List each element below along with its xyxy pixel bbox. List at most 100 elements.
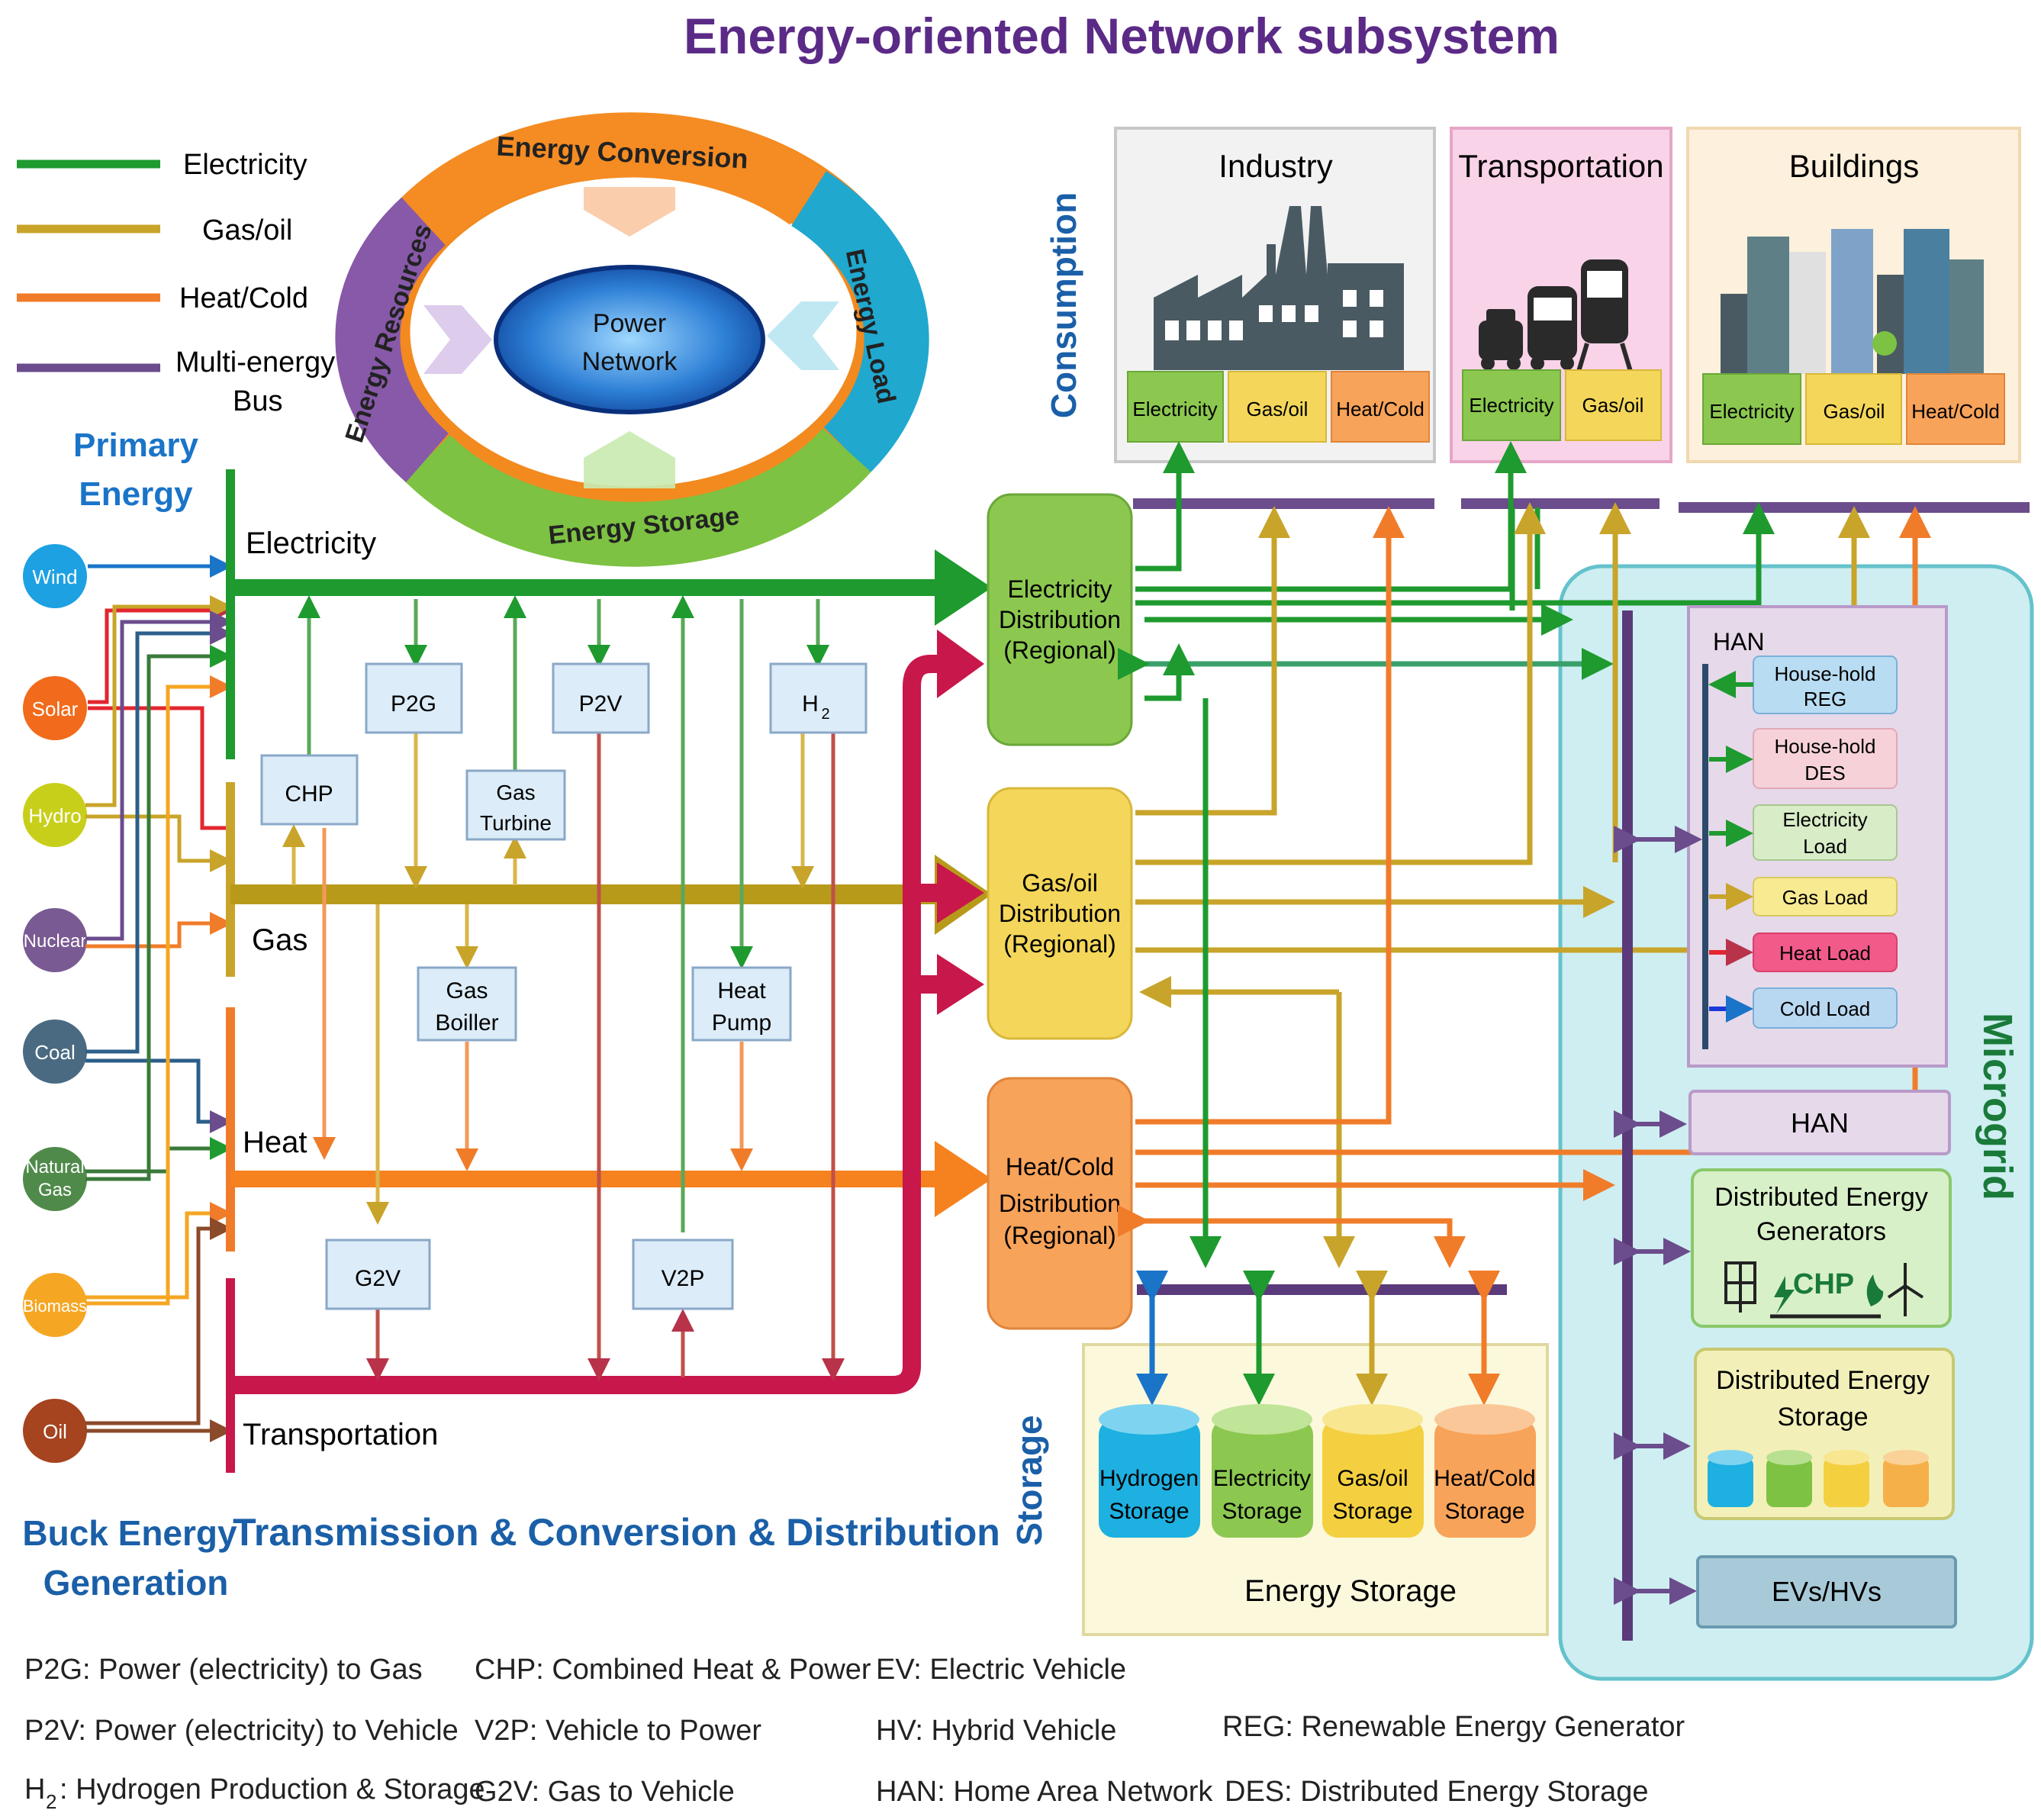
industry-panel: Industry Electricity Gas/oil Heat/Cold bbox=[1114, 127, 1436, 463]
han-electricity-load-2: Load bbox=[1803, 835, 1847, 858]
storage-side-label: Storage bbox=[1009, 1415, 1049, 1545]
primary-sources: Wind Solar Hydro Nuclear Coal Natural Ga… bbox=[23, 544, 87, 1463]
converter-gas-turbine-line1: Gas bbox=[496, 781, 535, 804]
deg-chp-label: CHP bbox=[1793, 1268, 1854, 1300]
gas-oil-storage-line2: Storage bbox=[1332, 1499, 1412, 1524]
legend-gas-oil: Gas/oil bbox=[202, 214, 292, 246]
han-box bbox=[1688, 1090, 1951, 1155]
converters: P2G P2V H 2 CHP Gas Turbine Gas Boiller … bbox=[260, 662, 868, 1310]
buildings-panel: Buildings Electricity Gas/oil Heat/Cold bbox=[1686, 127, 2021, 463]
source-hydro-label: Hydro bbox=[28, 804, 81, 827]
converter-p2g-label: P2G bbox=[391, 691, 436, 717]
source-wind-label: Wind bbox=[32, 565, 77, 588]
source-oil-label: Oil bbox=[43, 1420, 67, 1443]
han-household-reg-1: House-hold bbox=[1775, 662, 1876, 685]
hydrogen-storage-line1: Hydrogen bbox=[1099, 1466, 1199, 1491]
converter-g2v-label: G2V bbox=[355, 1266, 401, 1291]
source-solar-label: Solar bbox=[32, 697, 79, 720]
elec-dist-line2: Distribution bbox=[999, 606, 1121, 633]
chevron-up-icon bbox=[584, 431, 675, 488]
source-oil bbox=[23, 1399, 87, 1463]
transportation-title: Transportation bbox=[1458, 148, 1663, 184]
legend-heat-cold: Heat/Cold bbox=[179, 282, 308, 314]
converter-g2v bbox=[325, 1239, 431, 1310]
flame-icon bbox=[1866, 1274, 1884, 1306]
bus-heat-label: Heat bbox=[243, 1126, 307, 1159]
abbr-h2-subscript: 2 bbox=[46, 1790, 56, 1813]
abbr-reg: REG: Renewable Energy Generator bbox=[1222, 1711, 1685, 1743]
industry-gas-oil: Gas/oil bbox=[1247, 398, 1309, 420]
des-line1: Distributed Energy bbox=[1716, 1366, 1930, 1395]
abbr-hv: HV: Hybrid Vehicle bbox=[876, 1715, 1116, 1747]
hydrogen-storage-line2: Storage bbox=[1109, 1499, 1189, 1524]
bulk-generation-line1: Buck Energy bbox=[22, 1513, 237, 1553]
industry-title: Industry bbox=[1218, 148, 1332, 184]
abbr-chp: CHP: Combined Heat & Power bbox=[475, 1654, 871, 1686]
converter-p2v bbox=[552, 662, 650, 734]
han-household-des-2: DES bbox=[1804, 762, 1845, 784]
energy-storage-title: Energy Storage bbox=[1244, 1574, 1457, 1608]
primary-energy-title-1: Primary bbox=[73, 427, 198, 464]
buildings-gas-oil: Gas/oil bbox=[1824, 400, 1885, 423]
source-feeders bbox=[85, 555, 233, 1442]
storage-tanks bbox=[1099, 1404, 1536, 1538]
source-wind bbox=[23, 544, 87, 608]
heat-dist-line2: Distribution bbox=[999, 1190, 1121, 1217]
converter-p2v-label: P2V bbox=[579, 691, 623, 717]
han-gas-load: Gas Load bbox=[1782, 886, 1869, 909]
factory-icon bbox=[1154, 206, 1404, 370]
storage-links bbox=[1136, 1271, 1500, 1406]
electricity-storage-line1: Electricity bbox=[1213, 1466, 1311, 1491]
source-natural-label: Natural bbox=[25, 1157, 84, 1177]
solar-panel-icon bbox=[1724, 1261, 1756, 1313]
buildings-electricity: Electricity bbox=[1709, 400, 1794, 423]
heat-dist-line1: Heat/Cold bbox=[1006, 1153, 1114, 1181]
abbreviations: P2G: Power (electricity) to Gas CHP: Com… bbox=[24, 1654, 1685, 1813]
abbr-ev: EV: Electric Vehicle bbox=[876, 1654, 1126, 1686]
converter-heat-pump-line1: Heat bbox=[717, 978, 766, 1003]
bus-gas-label: Gas bbox=[252, 923, 307, 957]
tcd-label: Transmission & Conversion & Distribution bbox=[233, 1511, 1000, 1554]
electricity-distribution bbox=[987, 493, 1133, 746]
han-box-label: HAN bbox=[1791, 1107, 1849, 1139]
gas-oil-storage-line1: Gas/oil bbox=[1337, 1466, 1408, 1491]
converter-heat-pump-line2: Pump bbox=[712, 1010, 771, 1036]
distribution-boxes: Electricity Distribution (Regional) Gas/… bbox=[987, 493, 1133, 1330]
abbr-des: DES: Distributed Energy Storage bbox=[1225, 1776, 1649, 1808]
heat-cold-storage-line2: Storage bbox=[1444, 1499, 1524, 1524]
converter-chp bbox=[260, 754, 359, 826]
converter-gas-turbine-line2: Turbine bbox=[480, 811, 552, 835]
source-solar bbox=[23, 676, 87, 740]
bus-transportation-label: Transportation bbox=[243, 1418, 438, 1451]
legend: Electricity Gas/oil Heat/Cold Multi-ener… bbox=[17, 149, 335, 417]
han-household-reg-2: REG bbox=[1804, 688, 1846, 710]
buildings-icon bbox=[1721, 229, 1984, 374]
wind-turbine-icon bbox=[1887, 1263, 1924, 1316]
primary-energy-title-2: Energy bbox=[79, 475, 193, 513]
industry-heat-cold: Heat/Cold bbox=[1336, 398, 1425, 420]
transportation-electricity: Electricity bbox=[1469, 394, 1553, 417]
converter-p2g bbox=[365, 662, 463, 734]
han-panel: HAN House-hold REG House-hold DES Electr… bbox=[1687, 605, 1948, 1068]
heat-dist-line3: (Regional) bbox=[1003, 1222, 1116, 1249]
bus-electricity-label: Electricity bbox=[246, 527, 376, 560]
microgrid-links bbox=[1614, 826, 1702, 1605]
industry-electricity: Electricity bbox=[1132, 398, 1217, 420]
bulk-generation-line2: Generation bbox=[43, 1563, 229, 1603]
power-network-line2: Network bbox=[582, 347, 678, 376]
converter-gas-boiler bbox=[417, 966, 517, 1042]
converter-h2-subscript: 2 bbox=[821, 706, 829, 723]
distributed-energy-storage: Distributed Energy Storage bbox=[1694, 1348, 1955, 1520]
gas-distribution bbox=[987, 787, 1133, 1040]
legend-electricity: Electricity bbox=[183, 149, 307, 181]
abbr-p2v: P2V: Power (electricity) to Vehicle bbox=[24, 1715, 459, 1747]
source-gas-label: Gas bbox=[38, 1180, 72, 1200]
lightning-icon bbox=[1774, 1276, 1795, 1314]
converter-gas-turbine bbox=[465, 769, 566, 841]
evs-hvs-box bbox=[1696, 1555, 1957, 1628]
abbr-h2-text: : Hydrogen Production & Storage bbox=[60, 1773, 485, 1806]
source-hydro bbox=[23, 783, 87, 847]
des-line2: Storage bbox=[1777, 1403, 1868, 1432]
converter-v2p-label: V2P bbox=[662, 1266, 705, 1291]
chevron-down-icon bbox=[584, 187, 675, 237]
